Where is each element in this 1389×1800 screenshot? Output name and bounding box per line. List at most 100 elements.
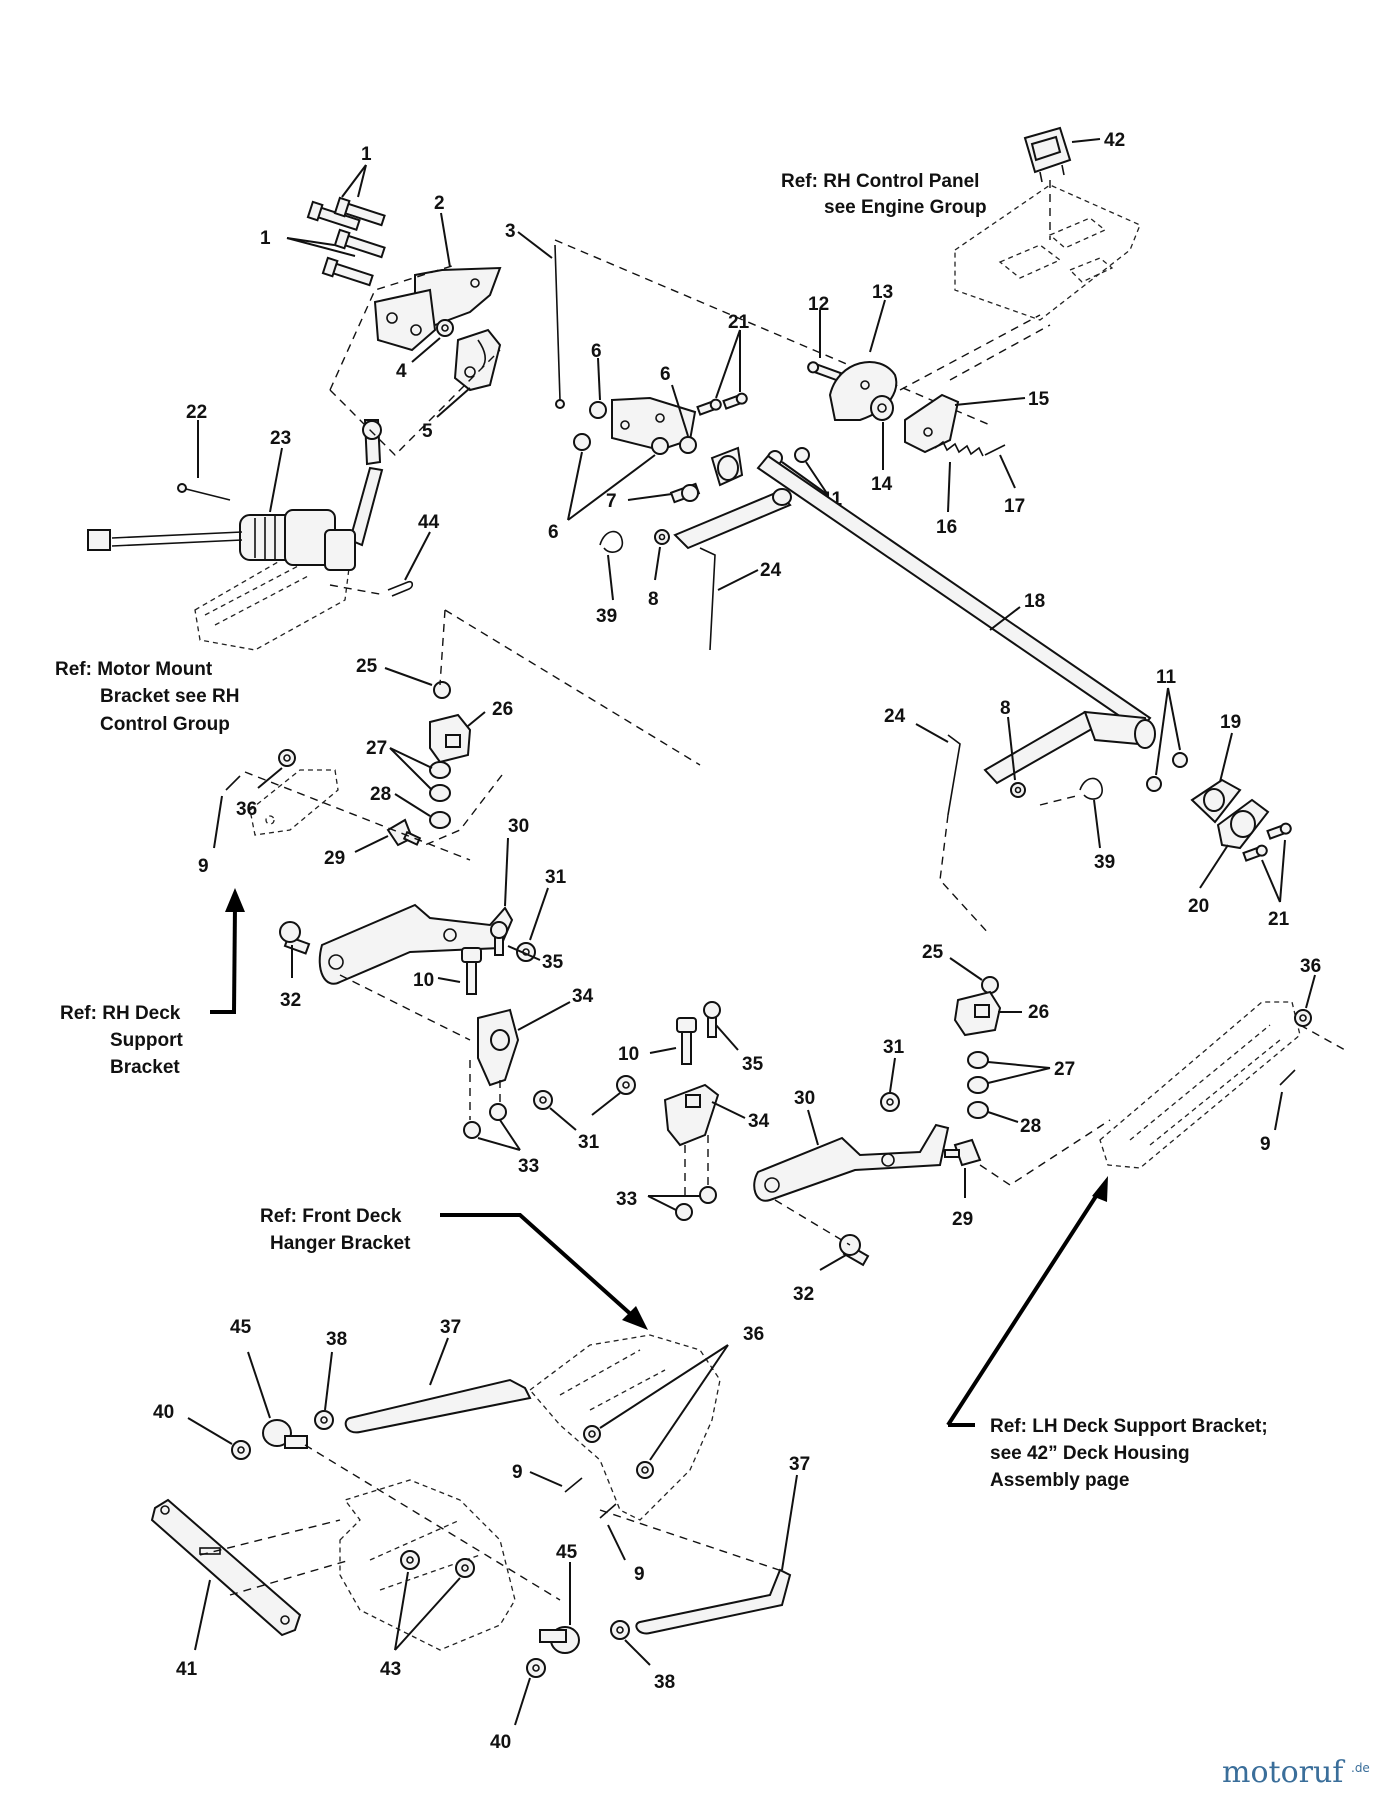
- leader-8-right: [1007, 716, 1016, 781]
- callout-9-bottom-b: 9: [634, 1564, 645, 1585]
- leader-43-b: [394, 1577, 461, 1651]
- leader-1a-l: [341, 164, 367, 198]
- deck-lift-rod-part-37-bottom: [635, 1568, 792, 1635]
- leader-30-right: [807, 1109, 819, 1146]
- leader-38-bottom: [624, 1639, 651, 1666]
- leader-10-center: [649, 1047, 677, 1054]
- leader-27-left-b: [389, 747, 433, 791]
- deck-bracket-ghost-left: [249, 769, 339, 836]
- leader-31-center: [591, 1092, 621, 1116]
- callout-2: 2: [434, 193, 445, 214]
- bracket-part-34-left: [477, 1008, 520, 1087]
- callout-12: 12: [808, 294, 829, 315]
- hairpin-dashline: [329, 584, 386, 596]
- nut-part-38-top: [314, 1410, 334, 1430]
- leader-9-bottom-a: [529, 1471, 563, 1487]
- leader-33-center-b: [647, 1195, 677, 1211]
- leader-30-left: [504, 837, 509, 907]
- callout-24-right: 24: [884, 706, 906, 727]
- ref-lh-deck-line3: Assembly page: [990, 1470, 1129, 1491]
- bolt-part-32-left: [279, 921, 311, 955]
- washer-part-14: [870, 395, 894, 421]
- leader-35-left: [507, 945, 541, 961]
- callout-40-top: 40: [153, 1402, 174, 1423]
- washer36-dashline: [1299, 1024, 1346, 1051]
- callout-32-right: 32: [793, 1284, 814, 1305]
- callout-7: 7: [606, 491, 617, 512]
- callout-32-left: 32: [280, 990, 301, 1011]
- link-arm-part-30-left: [318, 903, 514, 985]
- bolt-part-10-center: [676, 1017, 697, 1065]
- leader-7: [627, 493, 673, 501]
- leader-16: [947, 461, 951, 513]
- leader-6-top: [597, 357, 601, 401]
- leader-25-left: [384, 667, 433, 686]
- hairpin-part-9-bottom-a: [564, 1477, 583, 1493]
- leader-9-right: [1274, 1091, 1283, 1131]
- nuts-part-33-left: [463, 1103, 507, 1139]
- leader-36-bottom-a: [599, 1344, 729, 1429]
- leader-2: [440, 212, 451, 268]
- callout-8-right: 8: [1000, 698, 1011, 719]
- ref-rh-deck-line1: Ref: RH Deck: [60, 1003, 181, 1024]
- watermark-logo: motoruf: [1222, 1755, 1345, 1790]
- callout-42: 42: [1104, 130, 1125, 151]
- callout-31-mid: 31: [578, 1132, 600, 1153]
- callout-40-bottom: 40: [490, 1732, 511, 1753]
- screw-part-35-center: [703, 1001, 721, 1038]
- leader-41: [194, 1579, 211, 1651]
- leader-5: [436, 387, 471, 418]
- callout-36-bottom: 36: [743, 1324, 764, 1345]
- callout-44: 44: [418, 512, 440, 533]
- leader-34-center: [711, 1101, 746, 1119]
- callout-9-bottom-a: 9: [512, 1462, 523, 1483]
- callout-34-left: 34: [572, 986, 594, 1007]
- nut-part-38-bottom: [610, 1620, 630, 1640]
- callout-38-top: 38: [326, 1329, 347, 1350]
- leader-34-left: [517, 1001, 571, 1031]
- spring39-dashline: [1039, 794, 1081, 806]
- leader-3: [517, 231, 553, 259]
- leader-24-top: [717, 569, 759, 591]
- callout-15: 15: [1028, 389, 1050, 410]
- leader-20: [1199, 844, 1229, 889]
- callout-26-left: 26: [492, 699, 513, 720]
- rod3-dashline: [554, 239, 991, 426]
- nuts-part-6: [573, 401, 697, 455]
- callout-13: 13: [872, 282, 893, 303]
- ref-rh-deck-line2: Support: [110, 1030, 183, 1051]
- leader-1a-r: [357, 164, 367, 198]
- rocker-switch-part-42: [1023, 126, 1072, 183]
- bushings-part-27-left: [429, 761, 451, 802]
- callout-37-top: 37: [440, 1317, 461, 1338]
- leader-21-right-b: [1261, 859, 1281, 903]
- bracket-dashline-b: [329, 349, 501, 456]
- callout-25-right: 25: [922, 942, 944, 963]
- leader-24-right: [915, 723, 949, 743]
- bolts-part-21-top: [696, 392, 748, 416]
- callout-10-center: 10: [618, 1044, 639, 1065]
- leader-36-left: [257, 767, 283, 789]
- leader-21-right-a: [1279, 839, 1286, 903]
- leader-23: [269, 447, 283, 513]
- leader-36-bottom-b: [649, 1344, 729, 1461]
- swivel-part-26-left: [429, 713, 472, 764]
- washer-part-28-right: [967, 1101, 989, 1119]
- ref-front-deck-line1: Ref: Front Deck: [260, 1206, 402, 1227]
- nut-part-31-center: [616, 1075, 636, 1095]
- callout-14: 14: [871, 474, 893, 495]
- strap-dashline-a: [199, 1519, 341, 1556]
- callout-36-right: 36: [1300, 956, 1321, 977]
- leader-32-right: [819, 1254, 847, 1271]
- leader-33-left-b: [499, 1119, 521, 1151]
- rod-part-3: [554, 244, 565, 409]
- leader-27-left-a: [389, 747, 433, 769]
- washers-part-36-bottom: [583, 1425, 654, 1479]
- bushings-part-27-right: [967, 1051, 989, 1094]
- hairpin-part-9-right: [1279, 1069, 1296, 1086]
- ref-motor-mount-line3: Control Group: [100, 714, 230, 735]
- arrow-lh-deck-support: [946, 1176, 1108, 1427]
- callout-10-left: 10: [413, 970, 434, 991]
- leader-45-top: [247, 1351, 271, 1419]
- leader-39-right: [1093, 799, 1101, 849]
